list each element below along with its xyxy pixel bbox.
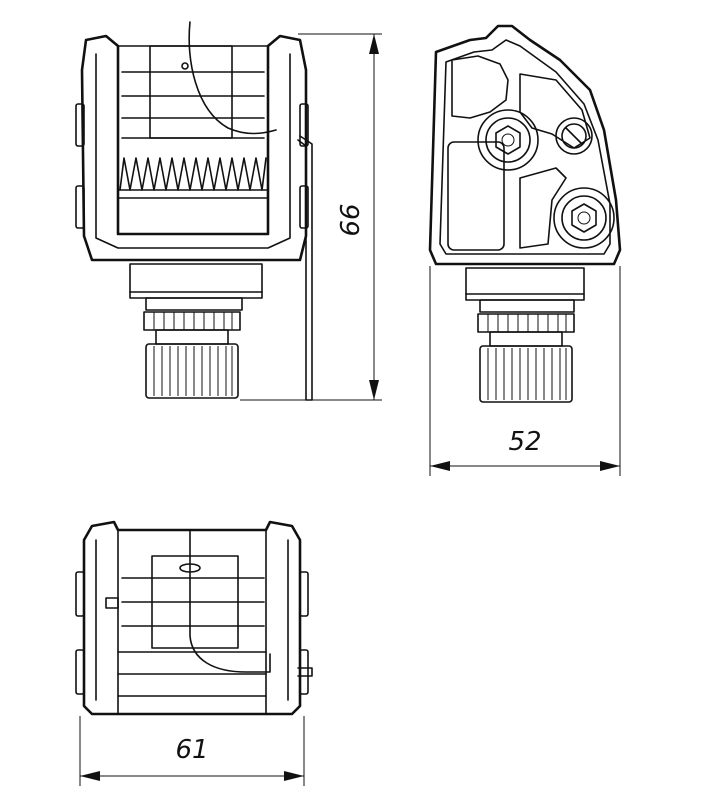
height-dimension: 99 xyxy=(240,33,382,401)
depth-dimension: 52 xyxy=(429,266,621,476)
width-dimension-label: 61 xyxy=(175,735,208,765)
side-view xyxy=(428,24,622,403)
front-view xyxy=(75,21,313,401)
height-dimension-label: 99 xyxy=(333,203,363,236)
depth-dimension-label: 52 xyxy=(508,427,541,457)
width-dimension: 61 xyxy=(79,716,305,786)
top-view xyxy=(75,520,313,716)
